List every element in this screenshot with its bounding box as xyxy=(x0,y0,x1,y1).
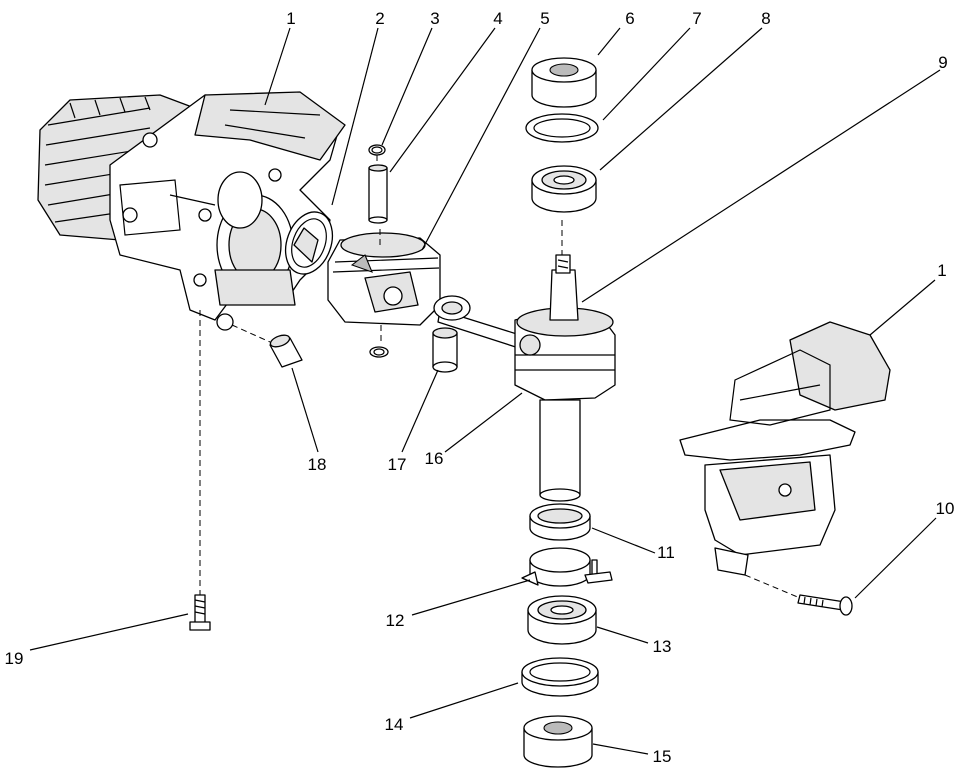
callout-8: 8 xyxy=(761,9,770,28)
part-screw xyxy=(189,310,211,631)
part-lower-seal xyxy=(521,547,613,587)
callout-7: 7 xyxy=(692,9,701,28)
leader-2 xyxy=(331,27,379,206)
callout-9: 9 xyxy=(938,53,947,72)
part-crankshaft xyxy=(433,220,616,502)
leader-7 xyxy=(602,27,691,121)
leader-19 xyxy=(29,613,189,651)
callout-19: 19 xyxy=(5,649,24,668)
leader-13 xyxy=(596,626,649,644)
part-needle-bearing xyxy=(432,327,458,373)
leader-6 xyxy=(597,27,621,56)
callout-10: 10 xyxy=(936,499,955,518)
leader-8 xyxy=(599,27,763,171)
leader-1a xyxy=(264,27,291,106)
callout-13: 13 xyxy=(653,637,672,656)
leader-17 xyxy=(401,369,439,453)
leader-10 xyxy=(854,517,937,599)
callout-16: 16 xyxy=(425,449,444,468)
callout-12: 12 xyxy=(386,611,405,630)
part-ball-bearing-lower xyxy=(527,595,597,645)
part-snap-ring-top xyxy=(525,113,599,143)
callout-1a: 1 xyxy=(286,9,295,28)
leader-3 xyxy=(381,27,433,146)
part-ball-bearing-top xyxy=(531,165,597,213)
leader-1b xyxy=(869,279,936,336)
leader-lines xyxy=(29,27,941,755)
leader-5 xyxy=(421,27,541,251)
callout-5: 5 xyxy=(540,9,549,28)
leader-18 xyxy=(291,367,319,453)
part-snap-ring-bottom xyxy=(521,657,599,697)
leader-12 xyxy=(411,579,531,616)
callout-11: 11 xyxy=(657,543,675,562)
callout-17: 17 xyxy=(388,455,407,474)
part-snap-ring-lower xyxy=(529,503,591,541)
leader-14 xyxy=(409,682,519,719)
part-retaining-clip-bottom xyxy=(369,346,389,358)
part-top-seal xyxy=(531,57,597,108)
callout-4: 4 xyxy=(493,9,502,28)
callout-3: 3 xyxy=(430,9,439,28)
leader-9 xyxy=(581,69,941,303)
leader-15 xyxy=(592,743,649,755)
leader-4 xyxy=(389,27,496,173)
part-bottom-seal xyxy=(523,715,593,768)
callout-14: 14 xyxy=(385,715,404,734)
callout-18: 18 xyxy=(308,455,327,474)
part-bushing xyxy=(231,324,303,368)
leader-16 xyxy=(444,392,523,453)
part-bolt xyxy=(744,574,853,616)
part-gasket-ring xyxy=(284,211,334,275)
callout-1b: 1 xyxy=(937,261,946,280)
leader-11 xyxy=(591,527,656,554)
callout-2: 2 xyxy=(375,9,384,28)
part-crankcase-half xyxy=(679,321,891,576)
part-piston xyxy=(327,228,441,345)
callout-labels: 1 2 3 4 5 6 7 8 9 1 10 11 12 13 14 15 16… xyxy=(5,9,955,766)
part-piston-pin xyxy=(368,164,388,224)
callout-15: 15 xyxy=(653,747,672,766)
callout-6: 6 xyxy=(625,9,634,28)
part-cylinder-crankcase xyxy=(37,91,346,331)
